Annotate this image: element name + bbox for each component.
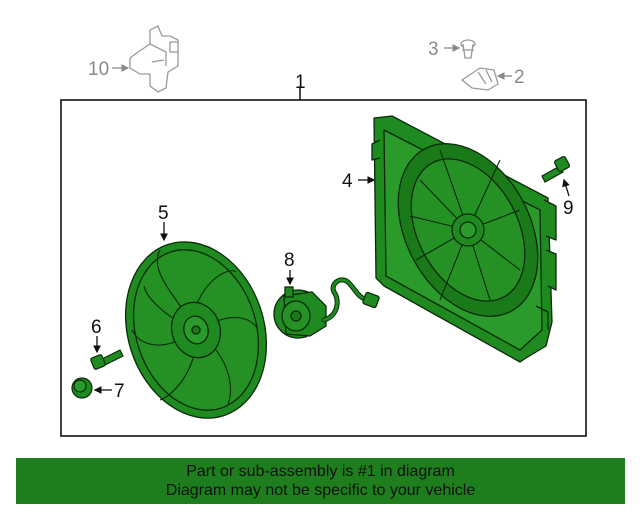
callout-9-leader [562, 178, 570, 197]
part-2-retainer-clip[interactable] [460, 67, 499, 91]
part-3-push-pin[interactable] [460, 39, 476, 59]
callout-9-label: 9 [563, 198, 574, 219]
assembly-boundary-box [60, 99, 587, 437]
callout-7-label: 7 [114, 381, 125, 402]
callout-8-label: 8 [284, 250, 295, 271]
callout-6-label: 6 [91, 317, 102, 338]
part-10-bracket[interactable] [129, 25, 179, 93]
part-6-screw[interactable] [90, 349, 124, 370]
callout-2-label: 2 [514, 67, 525, 88]
callout-3-label: 3 [428, 39, 439, 60]
banner-line-2: Diagram may not be specific to your vehi… [165, 482, 476, 499]
callout-1-label: 1 [295, 72, 306, 93]
part-7-nut[interactable] [71, 377, 93, 399]
part-4-fan-shroud[interactable] [370, 115, 566, 363]
part-9-bolt[interactable] [541, 155, 571, 183]
parts-diagram: 1 10 3 2 [60, 25, 587, 437]
info-banner: Part or sub-assembly is #1 in diagram Di… [16, 458, 625, 504]
callout-4-label: 4 [342, 171, 353, 192]
banner-line-1: Part or sub-assembly is #1 in diagram [186, 463, 455, 480]
part-5-fan-blade[interactable] [104, 223, 289, 436]
callout-10-label: 10 [88, 59, 109, 80]
part-8-fan-motor[interactable] [273, 277, 380, 339]
callout-5-label: 5 [158, 203, 169, 224]
